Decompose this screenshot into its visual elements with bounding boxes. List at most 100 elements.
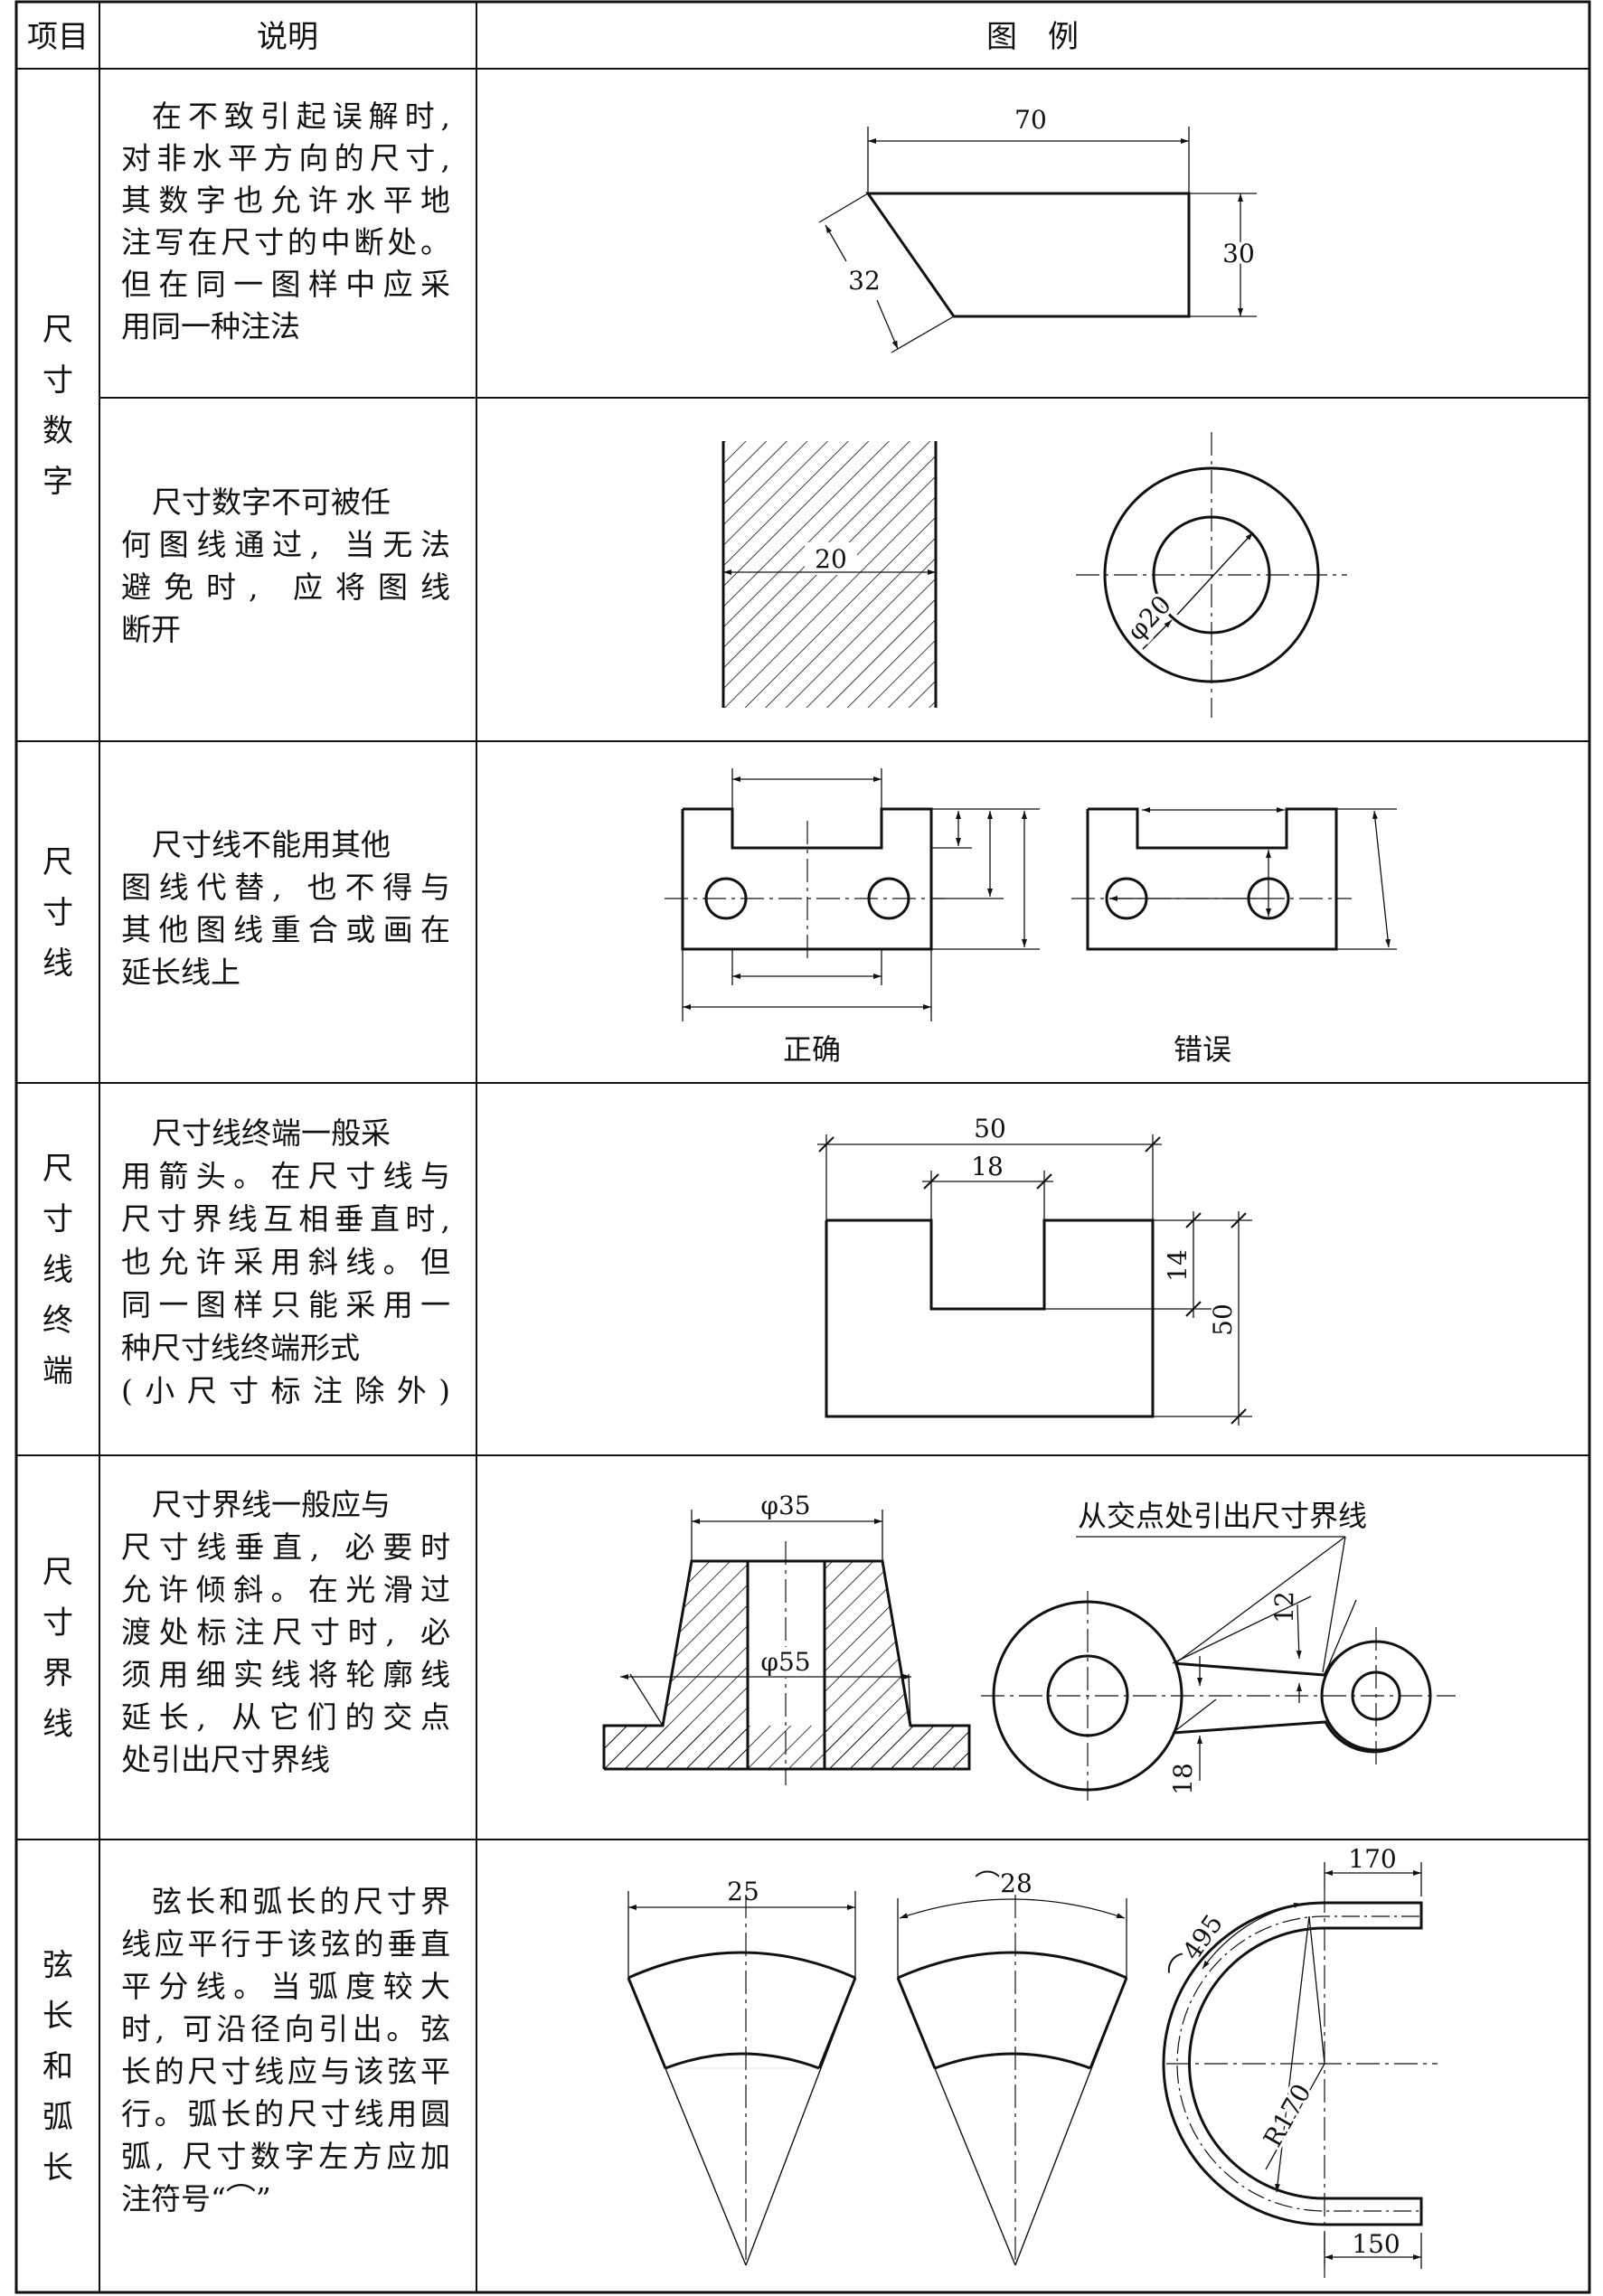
item-char: 寸 — [42, 895, 73, 931]
description-line: 时, 可沿径向引出。弦 — [121, 2011, 450, 2047]
dim-arc-495: ⌒495 — [1162, 1909, 1229, 1987]
description-row-0: 在不致引起误解时, 对非水平方向的尺寸, 其数字也允许水平地注写在尺寸的中断处。但在… — [121, 99, 450, 344]
description-line: 允许倾斜。在光滑过 — [121, 1572, 450, 1607]
figure-chord-length — [627, 1891, 857, 2266]
figure-arc-length — [896, 1895, 1128, 2266]
dim-50-vertical: 50 — [1208, 1303, 1238, 1336]
description-line: 其他图线重合或画在 — [121, 912, 450, 947]
dim-25: 25 — [727, 1877, 759, 1906]
description-line: 也允许采用斜线。但 — [121, 1245, 450, 1280]
description-line: 渡处标注尺寸时, 必 — [121, 1614, 450, 1650]
figure-ring — [1076, 432, 1347, 718]
description-line: 尺寸数字不可被任 — [152, 485, 391, 520]
item-char: 数 — [42, 413, 73, 449]
item-char: 长 — [42, 2150, 73, 2187]
dim-150-bottom: 150 — [1352, 2229, 1400, 2259]
item-dimension-terminal: 尺寸线终端 — [42, 1151, 73, 1389]
description-line: 尺寸线垂直, 必要时 — [121, 1529, 450, 1565]
description-line: 延长线上 — [121, 955, 240, 990]
item-char: 端 — [42, 1353, 73, 1389]
dim-r170: R170 — [1258, 2079, 1317, 2152]
item-char: 寸 — [42, 1605, 73, 1642]
item-char: 长 — [42, 1999, 73, 2035]
header-item: 项目 — [27, 19, 89, 55]
dim-20: 20 — [815, 544, 847, 574]
description-line: 避免时, 应将图线 — [121, 569, 450, 605]
description-line: 处引出尺寸界线 — [121, 1742, 330, 1777]
description-line: 图线代替, 也不得与 — [121, 870, 450, 905]
header-description: 说明 — [257, 19, 318, 55]
figure-dimension-terminals — [817, 1134, 1252, 1426]
description-line: 种尺寸线终端形式 — [121, 1331, 360, 1366]
description-line: 对非水平方向的尺寸, — [121, 141, 450, 176]
figure-hook-arc — [1162, 1862, 1438, 2278]
description-line: 同一图样只能采用一 — [121, 1287, 450, 1322]
description-line: 其数字也允许水平地 — [121, 183, 450, 218]
dim-18: 18 — [971, 1152, 1004, 1181]
description-line: 用同一种注法 — [121, 309, 300, 344]
description-row-3: 尺寸线终端一般采用箭头。在尺寸线与尺寸界线互相垂直时,也允许采用斜线。但同一图样… — [121, 1115, 450, 1408]
item-char: 终 — [42, 1303, 73, 1339]
dim-18-lever: 18 — [1168, 1763, 1198, 1795]
description-line: 延长, 从它们的交点 — [121, 1699, 450, 1735]
item-extension-line: 尺寸界线 — [42, 1555, 73, 1743]
item-chord-and-arc: 弦长和弧长 — [42, 1948, 73, 2187]
description-line: 注写在尺寸的中断处。 — [121, 225, 450, 260]
item-char: 弧 — [42, 2100, 73, 2136]
figure-correct — [665, 768, 1040, 1021]
caption-wrong: 错误 — [1174, 1032, 1231, 1067]
description-line: 须用细实线将轮廓线 — [121, 1657, 450, 1692]
item-char: 界 — [42, 1656, 73, 1692]
description-line: 线应平行于该弦的垂直 — [121, 1926, 450, 1962]
description-line: 注符号“⌒” — [121, 2181, 271, 2216]
item-char: 线 — [42, 1252, 73, 1288]
description-line: 弧, 尺寸数字左方应加 — [121, 2139, 450, 2174]
item-char: 和 — [42, 2049, 73, 2085]
description-line: 何图线通过, 当无法 — [121, 527, 450, 562]
dim-70: 70 — [1014, 105, 1047, 135]
description-line: 断开 — [121, 612, 181, 647]
dim-phi55: φ55 — [760, 1647, 810, 1677]
figure-lever — [981, 1536, 1456, 1801]
item-char: 字 — [42, 464, 73, 500]
description-line: 尺寸界线互相垂直时, — [121, 1201, 450, 1237]
item-char: 线 — [42, 946, 73, 982]
description-line: 但在同一图样中应采 — [121, 267, 450, 302]
note-extension-from-intersection: 从交点处引出尺寸界线 — [1078, 1499, 1367, 1533]
item-char: 尺 — [42, 312, 73, 348]
dim-170-top: 170 — [1348, 1844, 1396, 1874]
table-grid — [14, 0, 1591, 2294]
dim-12: 12 — [1269, 1591, 1299, 1623]
figure-oblique-dimension — [818, 127, 1257, 353]
item-char: 寸 — [42, 362, 73, 399]
dim-32: 32 — [848, 266, 881, 296]
dim-30: 30 — [1222, 239, 1255, 268]
item-char: 尺 — [42, 1151, 73, 1187]
figure-hatched-section — [721, 441, 938, 708]
dim-14: 14 — [1163, 1249, 1193, 1282]
description-line: 在不致引起误解时, — [152, 99, 450, 134]
item-char: 尺 — [42, 1555, 73, 1591]
figure-boss-section — [602, 1510, 971, 1785]
description-line: 长的尺寸线应与该弦平 — [121, 2054, 450, 2089]
dim-phi35: φ35 — [760, 1491, 810, 1520]
description-line: 尺寸线终端一般采 — [152, 1115, 391, 1151]
description-line: 尺寸线不能用其他 — [152, 827, 391, 862]
header-example: 图 例 — [986, 19, 1079, 55]
item-char: 弦 — [42, 1948, 73, 1984]
dim-arc-28: ⌒28 — [975, 1868, 1033, 1898]
description-line: 行。弧长的尺寸线用圆 — [121, 2096, 450, 2131]
description-line: 平分线。当弧度较大 — [121, 1969, 450, 2004]
description-line: 弦长和弧长的尺寸界 — [152, 1884, 450, 1919]
item-char: 尺 — [42, 844, 73, 880]
dim-phi20: φ20 — [1121, 589, 1177, 646]
description-line: 尺寸界线一般应与 — [152, 1487, 391, 1522]
dim-50-horizontal: 50 — [974, 1114, 1006, 1143]
figure-wrong — [1071, 807, 1397, 951]
description-line: (小尺寸标注除外) — [121, 1373, 450, 1408]
